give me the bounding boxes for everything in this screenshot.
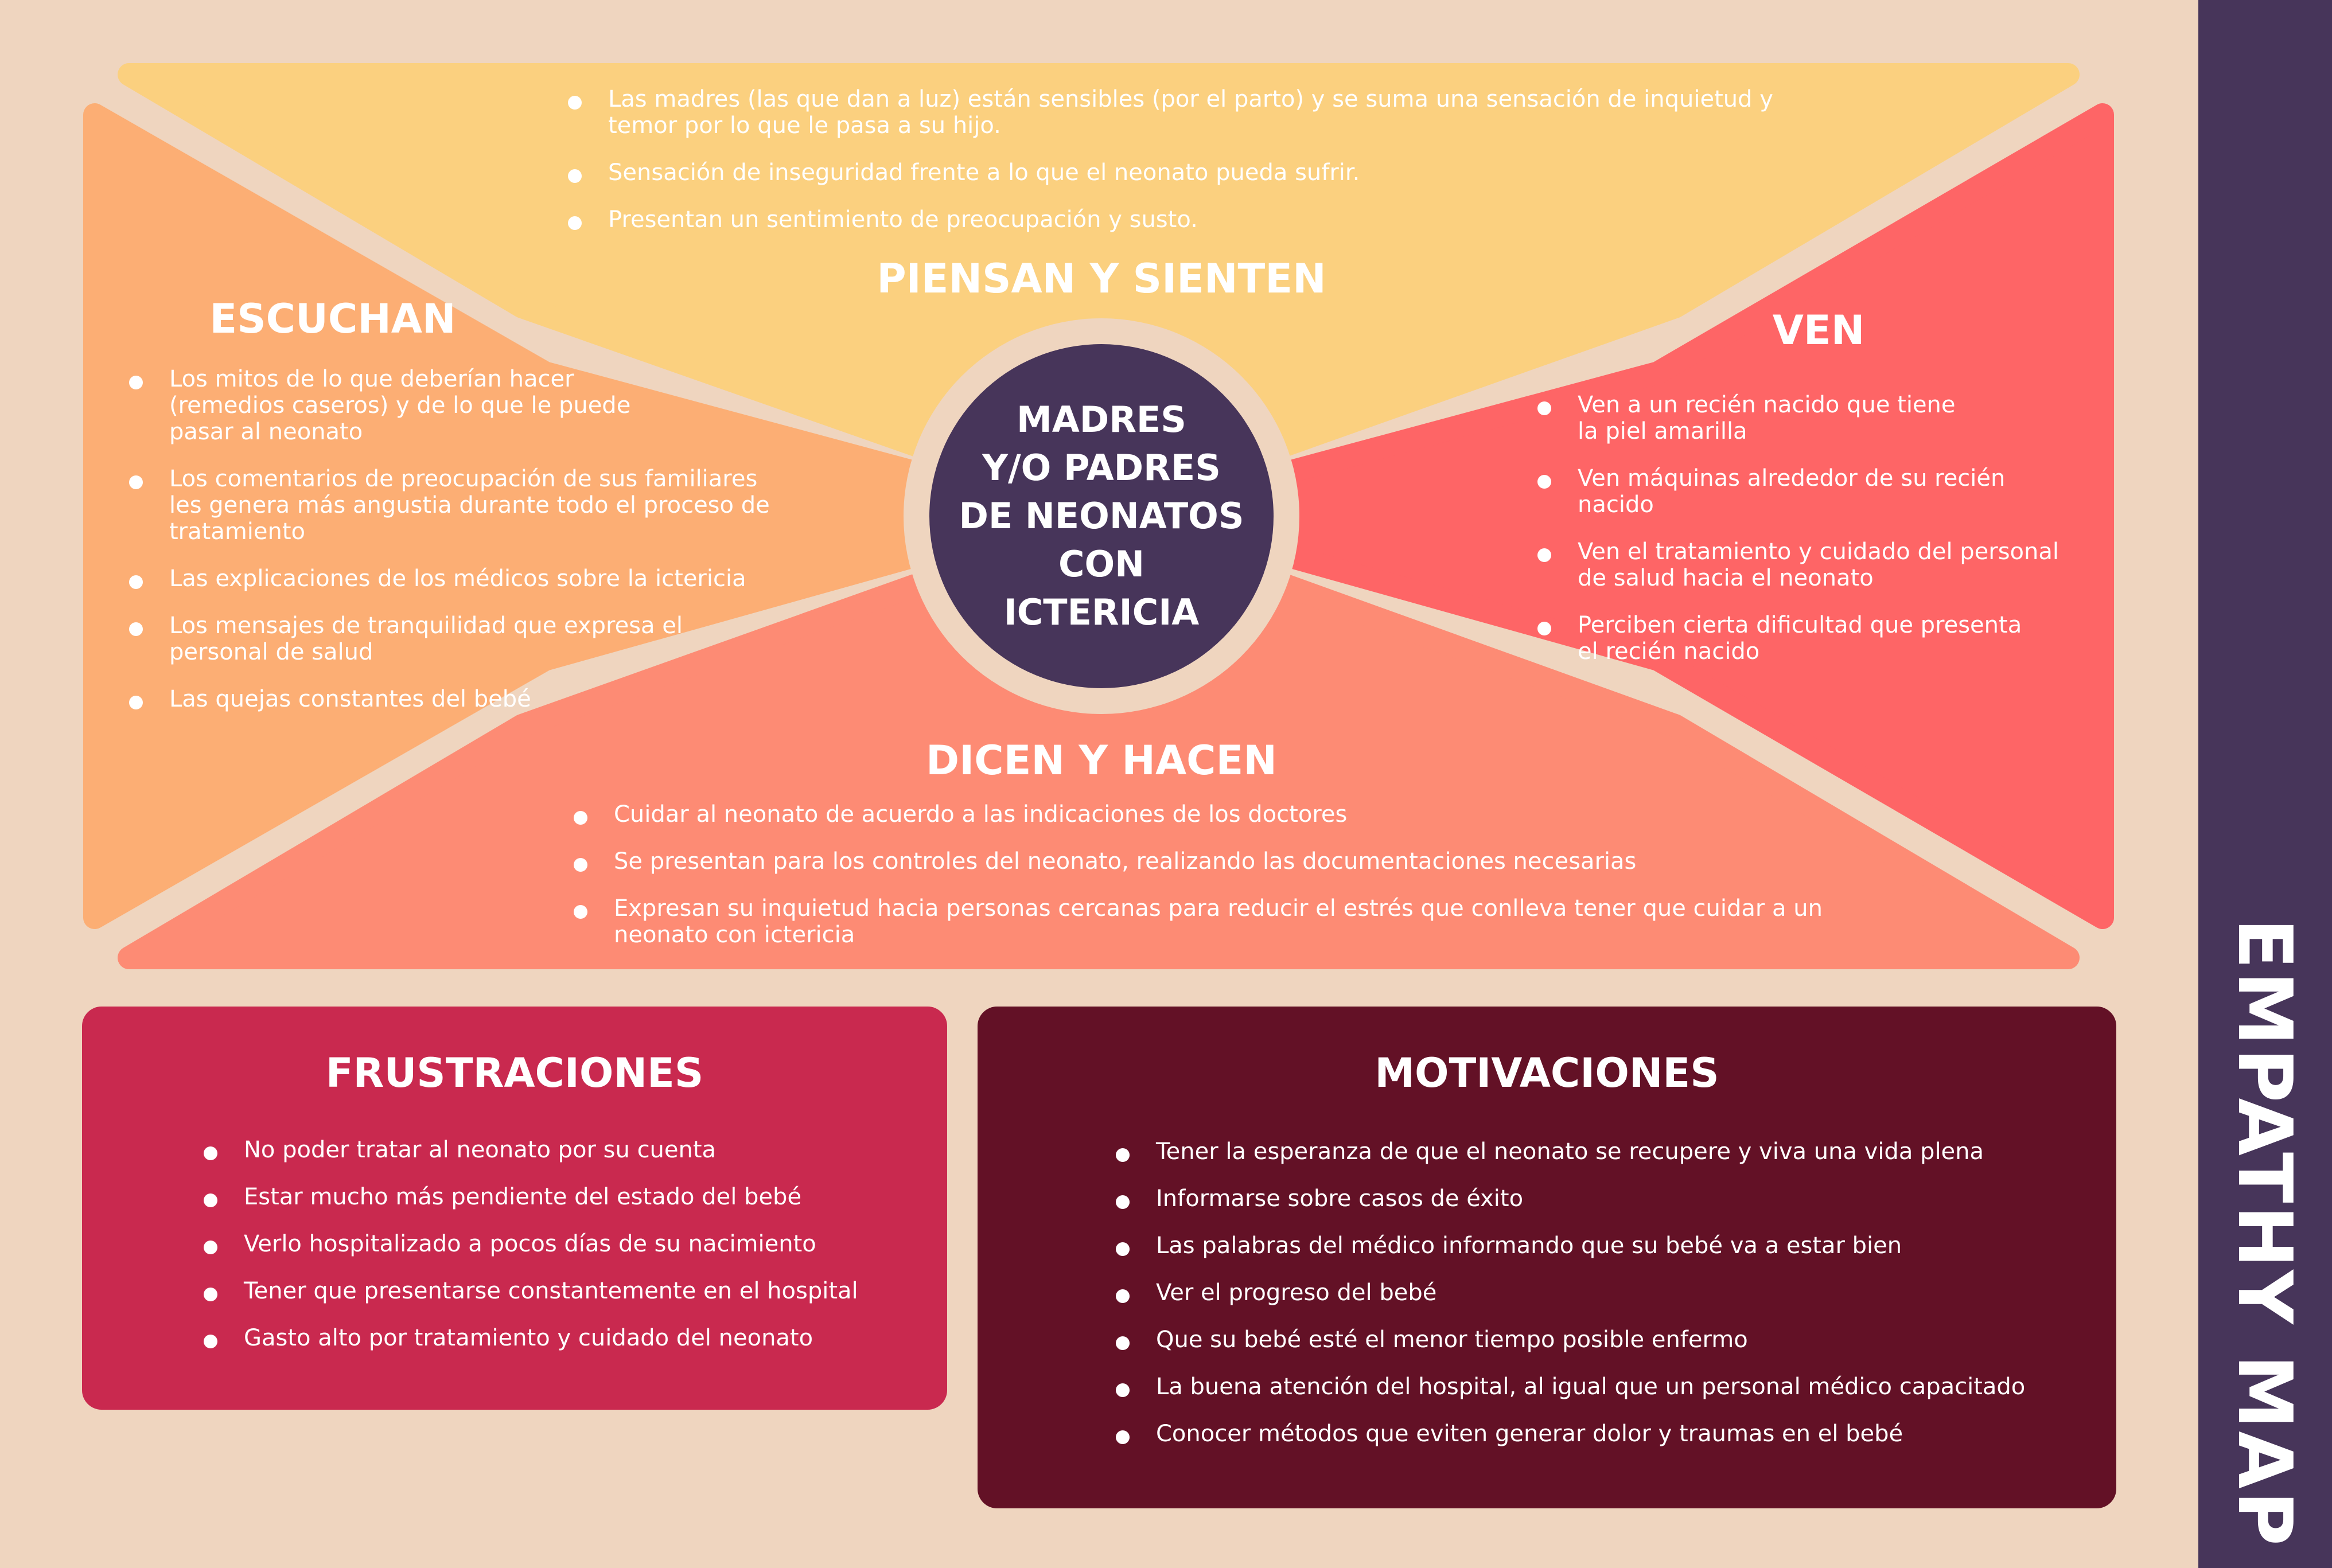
dicen-item: Expresan su inquietud hacia personas cer… xyxy=(574,895,1882,948)
frustraciones-item: Gasto alto por tratamiento y cuidado del… xyxy=(204,1325,926,1351)
escuchan-item: Los comentarios de preocupación de sus f… xyxy=(129,466,777,545)
frustraciones-heading: FRUSTRACIONES xyxy=(325,1050,704,1097)
motivaciones-heading: MOTIVACIONES xyxy=(1375,1050,1719,1097)
dicen-item: Cuidar al neonato de acuerdo a las indic… xyxy=(574,801,1882,828)
ven-quadrant xyxy=(1124,103,2114,929)
dicen-quadrant xyxy=(118,508,2080,969)
motivaciones-item: Informarse sobre casos de éxito xyxy=(1116,1185,2103,1212)
ven-list: Ven a un recién nacido que tiene la piel… xyxy=(1537,392,2088,685)
ven-item: Perciben cierta dificultad que presenta … xyxy=(1537,612,2037,665)
center-line: Y/O PADRES xyxy=(982,447,1221,489)
escuchan-heading: ESCUCHAN xyxy=(209,295,456,342)
ven-item: Ven máquinas alrededor de su recién naci… xyxy=(1537,465,2088,518)
motivaciones-box xyxy=(978,1007,2116,1508)
center-circle xyxy=(929,344,1274,688)
ven-item: Ven a un recién nacido que tiene la piel… xyxy=(1537,392,1968,444)
escuchan-list: Los mitos de lo que deberían hacer (reme… xyxy=(129,366,777,733)
motivaciones-list: Tener la esperanza de que el neonato se … xyxy=(1116,1138,2103,1468)
piensan-item: Las madres (las que dan a luz) están sen… xyxy=(568,86,1819,139)
motivaciones-item: Tener la esperanza de que el neonato se … xyxy=(1116,1138,2103,1165)
piensan-heading: PIENSAN Y SIENTEN xyxy=(877,255,1326,302)
center-title: MADRES Y/O PADRES DE NEONATOS CON ICTERI… xyxy=(929,396,1274,637)
frustraciones-box xyxy=(82,1007,947,1410)
frustraciones-item: No poder tratar al neonato por su cuenta xyxy=(204,1137,926,1163)
piensan-item: Presentan un sentimiento de preocupación… xyxy=(568,206,1819,233)
ven-heading: VEN xyxy=(1772,307,1865,354)
center-line: DE NEONATOS xyxy=(959,495,1244,537)
piensan-quadrant xyxy=(118,63,2080,522)
piensan-item: Sensación de inseguridad frente a lo que… xyxy=(568,159,1819,186)
motivaciones-item: Ver el progreso del bebé xyxy=(1116,1280,2103,1306)
dicen-heading: DICEN Y HACEN xyxy=(926,737,1277,784)
ven-item: Ven el tratamiento y cuidado del persona… xyxy=(1537,539,2088,591)
piensan-list: Las madres (las que dan a luz) están sen… xyxy=(568,86,1819,253)
empathy-map-title: EMPATHY MAP xyxy=(2221,918,2308,1549)
center-line: ICTERICIA xyxy=(1003,591,1200,633)
escuchan-item: Los mitos de lo que deberían hacer (reme… xyxy=(129,366,645,445)
frustraciones-item: Estar mucho más pendiente del estado del… xyxy=(204,1184,926,1210)
center-line: CON xyxy=(1058,543,1145,585)
frustraciones-item: Verlo hospitalizado a pocos días de su n… xyxy=(204,1231,926,1257)
motivaciones-item: Conocer métodos que eviten generar dolor… xyxy=(1116,1421,2103,1447)
escuchan-item: Las quejas constantes del bebé xyxy=(129,686,777,712)
frustraciones-list: No poder tratar al neonato por su cuenta… xyxy=(204,1137,926,1372)
frustraciones-item: Tener que presentarse constantemente en … xyxy=(204,1278,926,1304)
escuchan-quadrant xyxy=(83,103,1079,929)
sidebar xyxy=(2198,0,2332,1568)
motivaciones-item: Que su bebé esté el menor tiempo posible… xyxy=(1116,1327,2103,1353)
dicen-list: Cuidar al neonato de acuerdo a las indic… xyxy=(574,801,1882,969)
motivaciones-item: La buena atención del hospital, al igual… xyxy=(1116,1374,2103,1400)
motivaciones-item: Las palabras del médico informando que s… xyxy=(1116,1232,2103,1259)
escuchan-item: Las explicaciones de los médicos sobre l… xyxy=(129,565,777,592)
dicen-item: Se presentan para los controles del neon… xyxy=(574,848,1882,875)
escuchan-item: Los mensajes de tranquilidad que expresa… xyxy=(129,613,686,665)
center-line: MADRES xyxy=(1017,399,1186,440)
